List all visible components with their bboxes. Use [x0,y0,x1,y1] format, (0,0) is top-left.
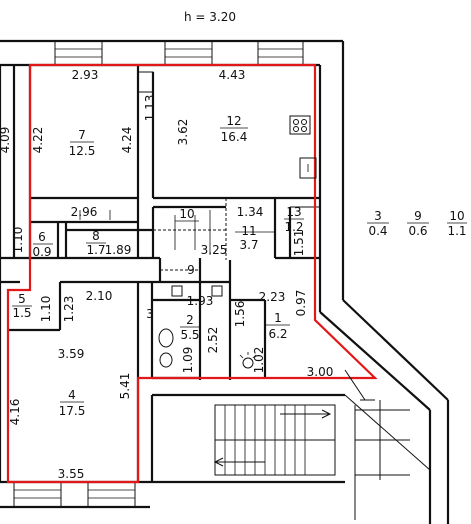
svg-text:12.5: 12.5 [69,144,96,158]
dim-label: 0.97 [294,290,308,317]
svg-text:7: 7 [78,128,86,142]
svg-text:16.4: 16.4 [221,130,248,144]
svg-text:6.2: 6.2 [268,327,287,341]
room-5-label: 5 1.5 [12,292,32,320]
room-8-label: 8 1.7 [86,229,106,257]
svg-text:9: 9 [414,209,422,223]
interior-walls [0,65,345,484]
dim-label: 1.10 [11,227,25,254]
room-9-label: 9 [187,263,195,277]
room-12-label: 12 16.4 [220,114,248,144]
legend-room-3: 3 0.4 [367,209,389,238]
dim-label: 1.34 [237,205,264,219]
legend-room-10: 10 1.1 [447,209,467,238]
washbasin-icon [159,352,173,368]
svg-text:5.5: 5.5 [180,328,199,342]
dim-label: 3.59 [58,347,85,361]
svg-text:13: 13 [286,205,301,219]
dim-label: 1.02 [252,347,266,374]
svg-text:10: 10 [179,207,194,221]
svg-text:3: 3 [146,307,154,321]
apartment-outline [6,63,378,484]
svg-text:2: 2 [186,313,194,327]
svg-text:17.5: 17.5 [59,404,86,418]
svg-text:0.4: 0.4 [368,224,387,238]
windows-top [54,40,304,66]
svg-text:1.1: 1.1 [447,224,466,238]
stove-icon [289,115,311,135]
svg-text:4: 4 [68,388,76,402]
svg-text:1: 1 [274,311,282,325]
dim-label: 5.41 [118,373,132,400]
svg-text:1.7: 1.7 [86,243,105,257]
dim-label: 2.52 [206,327,220,354]
ceiling-height-label: h = 3.20 [184,10,236,24]
dim-label: 4.09 [0,127,12,154]
room-11-label: 11 3.7 [239,224,258,252]
dim-label: 2.96 [71,205,98,219]
dim-label: 1.13 [143,95,157,122]
dim-label: 1.09 [181,347,195,374]
dim-label: 2.93 [72,68,99,82]
staircase [213,369,431,520]
dim-label: 1.89 [105,243,132,257]
svg-text:10: 10 [449,209,464,223]
sink-icon [299,157,317,179]
dim-label: 3.62 [176,119,190,146]
room-4-label: 4 17.5 [59,388,86,418]
dim-label: 3.00 [307,365,334,379]
svg-text:3: 3 [374,209,382,223]
room-10-marks [79,210,275,255]
room-13-label: 13 1.2 [284,205,304,234]
dim-label: 4.16 [8,399,22,426]
dim-label: 3.55 [58,467,85,481]
dim-label: 4.43 [219,68,246,82]
extra-rooms-legend: 3 0.4 9 0.6 10 1.1 [367,209,467,238]
dim-label: 2.23 [259,290,286,304]
svg-text:3.7: 3.7 [239,238,258,252]
svg-text:12: 12 [226,114,241,128]
svg-text:5: 5 [18,292,26,306]
dim-label: 4.24 [120,127,134,154]
room-2-label: 2 5.5 [180,313,200,342]
room-1-label: 1 6.2 [266,311,290,341]
toilet-icon [158,328,174,348]
dim-label: 1.93 [187,294,214,308]
svg-text:8: 8 [92,229,100,243]
dim-label: 4.22 [31,127,45,154]
svg-text:9: 9 [187,263,195,277]
room-labels: 7 12.5 12 16.4 6 0.9 8 1.7 10 11 3.7 13 [12,114,304,418]
dimension-labels: 2.93 4.43 4.09 4.22 4.24 1.13 3.62 2.96 … [0,68,333,481]
windows-bottom [13,481,136,508]
dim-label: 1.56 [233,301,247,328]
svg-text:0.9: 0.9 [32,245,51,259]
room-3-label: 3 [146,307,154,321]
dim-label: 3.25 [201,243,228,257]
room-7-label: 7 12.5 [69,128,96,158]
dim-label: 1.23 [62,296,76,323]
svg-text:0.6: 0.6 [408,224,427,238]
legend-room-9: 9 0.6 [407,209,429,238]
lamp-icon [242,357,254,369]
dim-label: 1.10 [39,296,53,323]
room-10-label: 10 [175,207,199,222]
svg-text:6: 6 [38,230,46,244]
svg-text:11: 11 [241,224,256,238]
dim-label: 1.51 [292,230,306,257]
fixtures [158,115,317,369]
svg-text:1.5: 1.5 [12,306,31,320]
room-6-label: 6 0.9 [32,230,53,259]
svg-text:1.2: 1.2 [284,220,303,234]
dim-label: 2.10 [86,289,113,303]
